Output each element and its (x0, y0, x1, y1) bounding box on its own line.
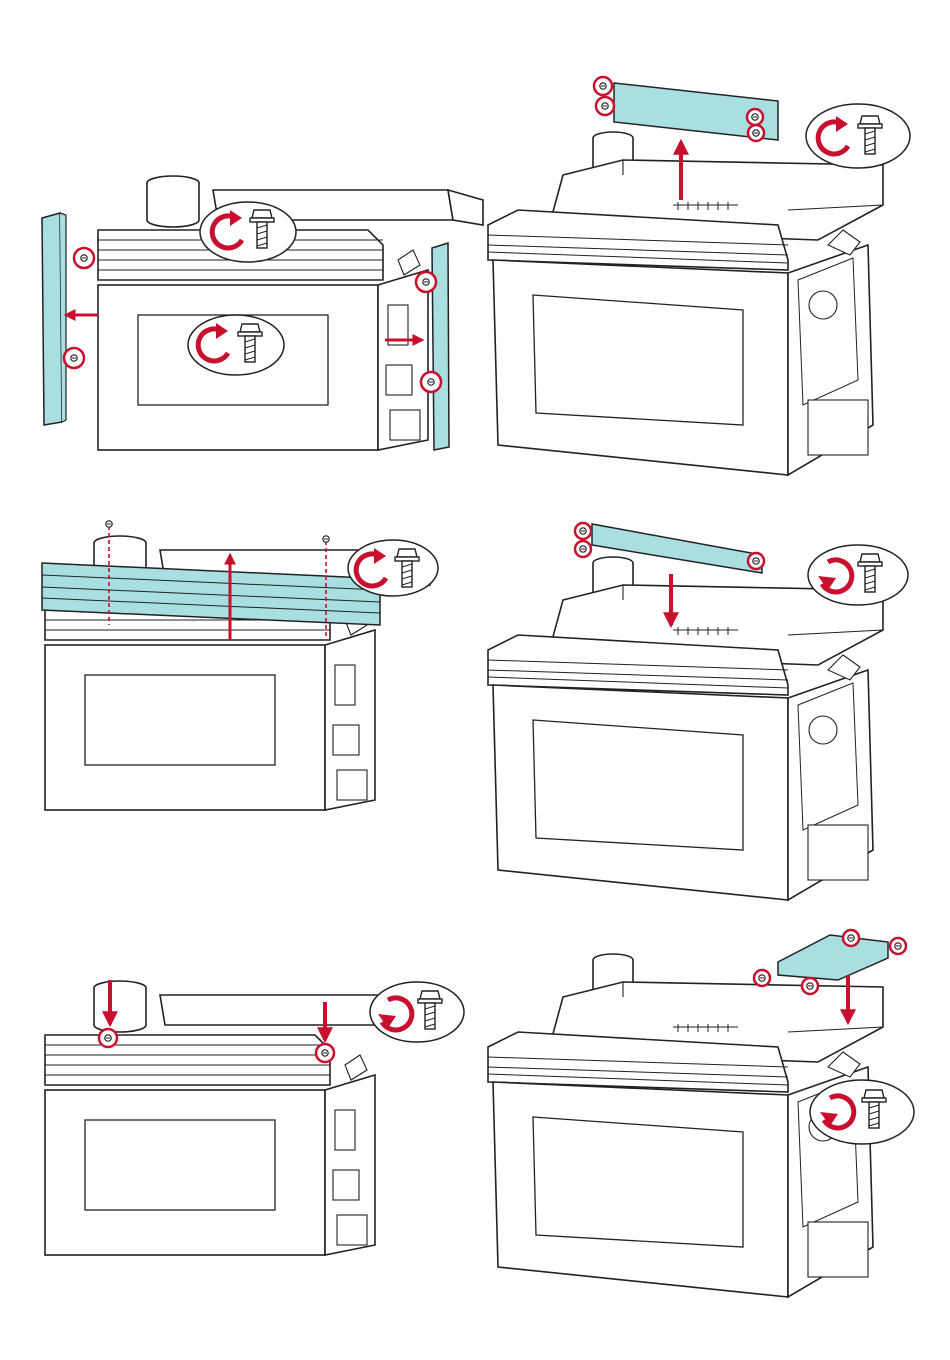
rotate-callout (810, 1080, 914, 1144)
circled-screw (747, 109, 763, 125)
side-trim-left (42, 213, 62, 425)
step-3-panel (42, 521, 438, 810)
step-6-panel (488, 930, 914, 1297)
circled-screw (575, 523, 591, 539)
fireplace-unit (488, 557, 883, 900)
fireplace-unit (488, 132, 883, 475)
step-4-panel (488, 523, 908, 900)
circled-screw (596, 97, 614, 115)
circled-screw (748, 553, 764, 569)
circled-screw (575, 541, 591, 557)
rotate-callout (370, 982, 464, 1042)
step-5-panel (45, 980, 464, 1255)
rotate-callout (348, 540, 438, 596)
circled-screw (843, 930, 859, 946)
circled-screw (802, 978, 818, 994)
circled-screw (890, 938, 906, 954)
step-1-panel (42, 176, 483, 450)
circled-screw (64, 348, 84, 368)
circled-screw (99, 1029, 117, 1047)
rotate-callout (200, 202, 296, 262)
circled-screw (421, 372, 441, 392)
rotate-callout (808, 545, 908, 605)
rotate-callout (806, 104, 910, 168)
side-trim-right (432, 243, 449, 450)
top-shield (778, 935, 888, 980)
circled-screw (74, 248, 94, 268)
circled-screw (754, 970, 770, 986)
screw-icon (106, 521, 112, 527)
circled-screw (748, 125, 764, 141)
step-2-panel (488, 77, 910, 475)
circled-screw (316, 1044, 334, 1062)
screw-icon (323, 536, 329, 542)
circled-screw (594, 77, 612, 95)
rotate-callout (188, 315, 284, 375)
circled-screw (416, 272, 436, 292)
